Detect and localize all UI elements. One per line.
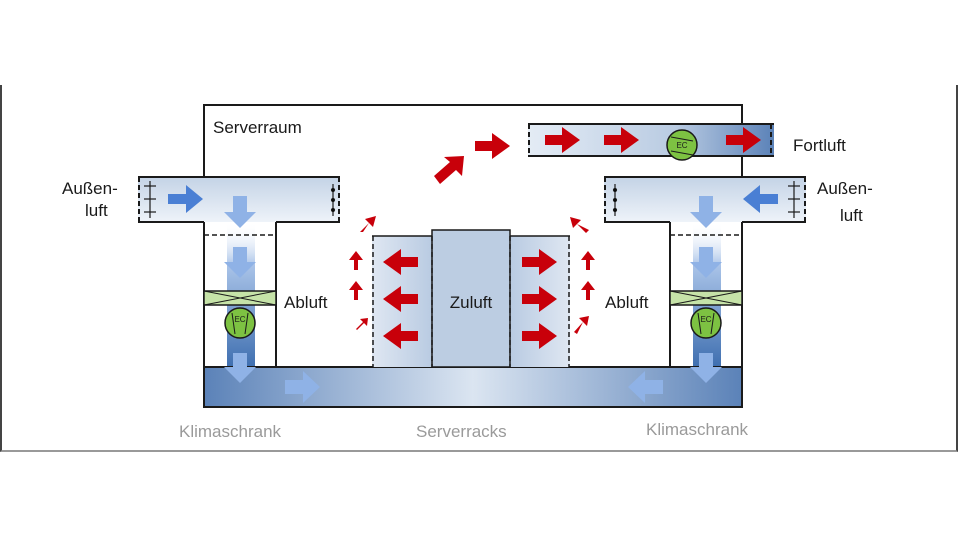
supply-air-label: Zuluft: [450, 293, 493, 312]
svg-text:EC: EC: [700, 315, 711, 324]
ec-fan-icon: EC: [690, 307, 722, 339]
server-racks-label: Serverracks: [416, 422, 507, 441]
outside-air-duct-left: Außen- luft: [62, 176, 340, 223]
return-air-left-label: Abluft: [284, 293, 328, 312]
hot-air-arrow-icon: [726, 127, 761, 153]
hot-air-arrow-icon: [570, 217, 589, 233]
cold-air-arrow-icon: [285, 371, 320, 403]
hot-air-arrow-icon: [349, 281, 363, 300]
outside-air-left-label-2: luft: [85, 201, 108, 220]
outside-air-right-label-2: luft: [840, 206, 863, 225]
hot-air-arrow-icon: [356, 318, 368, 333]
hot-air-arrow-icon: [475, 133, 510, 159]
hot-air-arrow-icon: [522, 249, 557, 275]
hot-air-arrow-icon: [522, 286, 557, 312]
hot-air-arrow-icon: [604, 127, 639, 153]
outside-air-duct-right: Außen- luft: [604, 176, 873, 225]
hot-air-arrow-icon: [581, 281, 595, 300]
climate-cabinet-left: EC: [203, 196, 277, 367]
hot-air-arrow-icon: [545, 127, 580, 153]
cold-air-arrow-icon: [168, 185, 203, 213]
climate-cabinet-right: EC: [669, 196, 743, 367]
server-room: Serverraum: [203, 104, 743, 176]
cold-air-arrow-icon: [224, 196, 256, 228]
cabinet-left-label: Klimaschrank: [179, 422, 282, 441]
cold-air-arrow-icon: [224, 353, 256, 383]
hot-air-arrow-icon: [383, 286, 418, 312]
hot-air-arrow-icon: [349, 251, 363, 270]
cold-air-arrow-icon: [690, 196, 722, 228]
server-racks: Zuluft: [276, 229, 670, 368]
cold-air-arrow-icon: [690, 353, 722, 383]
hot-air-arrow-icon: [522, 323, 557, 349]
damper-icon: [612, 181, 800, 218]
rising-hot-air-left: [349, 216, 376, 333]
cabinet-right-label: Klimaschrank: [646, 420, 749, 439]
hot-air-arrow-icon: [383, 323, 418, 349]
outside-air-right-label-1: Außen-: [817, 179, 873, 198]
exhaust-duct: EC Fortluft: [528, 123, 846, 161]
filter-icon: [669, 290, 743, 306]
ec-fan-icon: EC: [666, 129, 698, 161]
cold-air-arrow-icon: [743, 185, 778, 213]
exhaust-label: Fortluft: [793, 136, 846, 155]
hot-air-arrow-icon: [360, 216, 376, 232]
rising-hot-air-right: [570, 217, 595, 334]
hot-air-arrow-icon: [383, 249, 418, 275]
damper-icon: [144, 181, 336, 218]
svg-text:EC: EC: [676, 141, 687, 150]
hot-air-arrow-icon: [581, 251, 595, 270]
return-air-right-label: Abluft: [605, 293, 649, 312]
ec-fan-icon: EC: [224, 307, 256, 339]
diagram-frame: [0, 85, 958, 452]
cold-air-arrow-icon: [224, 247, 256, 278]
cold-air-arrow-icon: [628, 371, 663, 403]
hot-air-arrow-icon: [434, 156, 464, 184]
cold-air-arrow-icon: [690, 247, 722, 278]
hot-air-arrow-icon: [574, 316, 589, 334]
room-label: Serverraum: [213, 118, 302, 137]
filter-icon: [203, 290, 277, 306]
outside-air-left-label-1: Außen-: [62, 179, 118, 198]
svg-text:EC: EC: [234, 315, 245, 324]
